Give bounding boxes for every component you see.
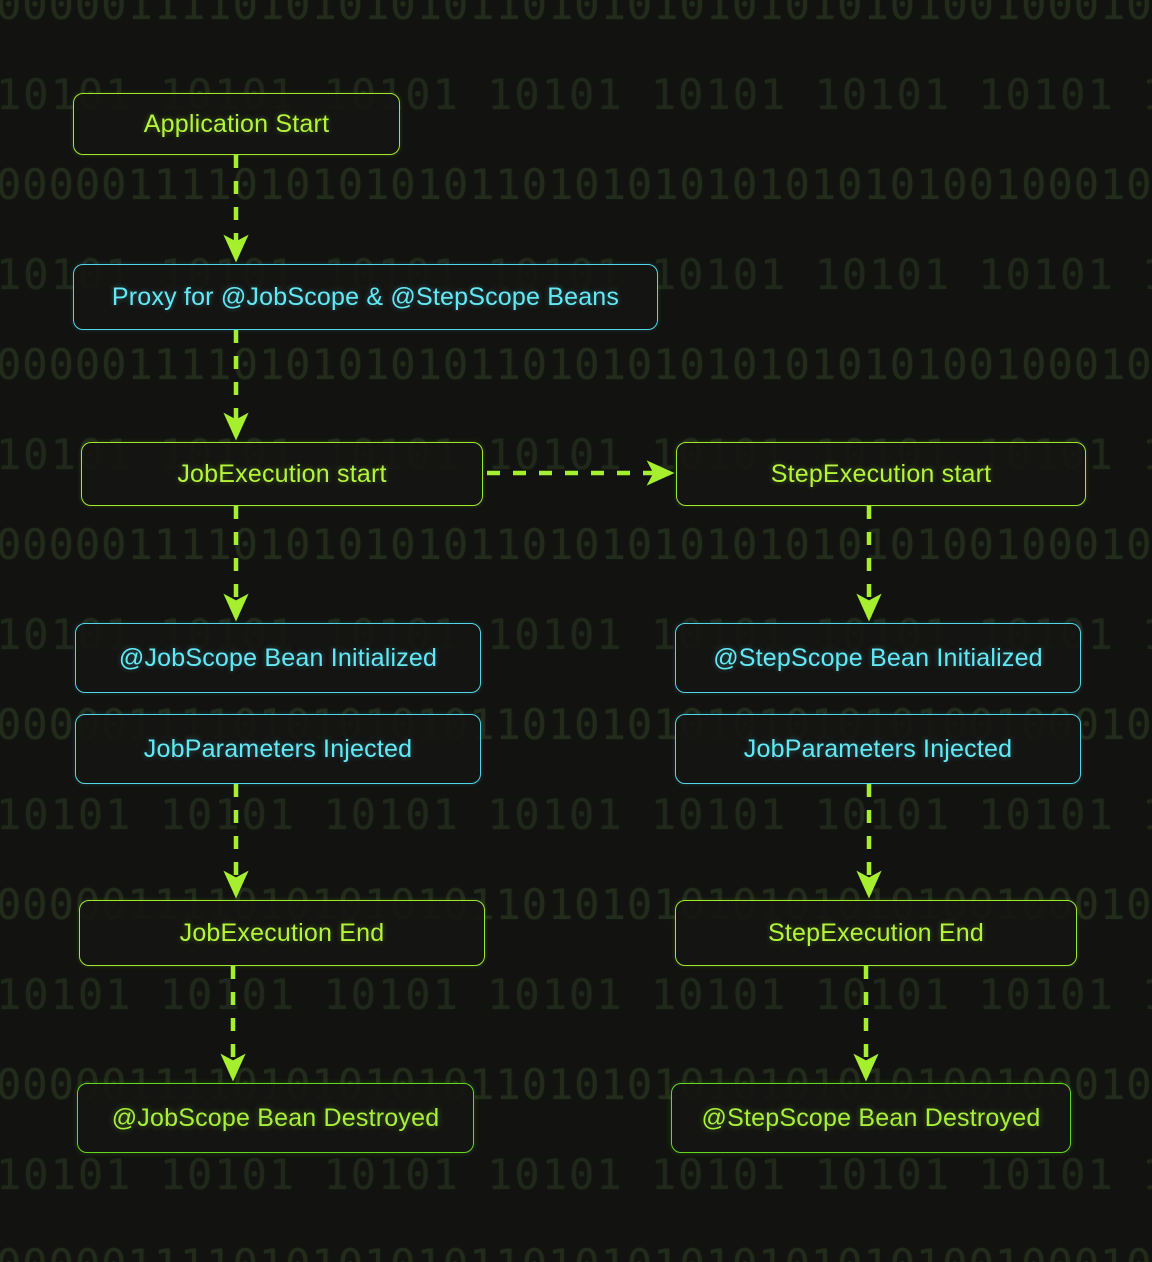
node-label: JobExecution start [177, 459, 387, 488]
node-step-scope-bean-initialized[interactable]: @StepScope Bean Initialized [675, 623, 1081, 693]
node-label: @JobScope Bean Initialized [118, 643, 438, 672]
node-label: Application Start [143, 109, 330, 138]
node-job-parameters-injected-right[interactable]: JobParameters Injected [675, 714, 1081, 784]
node-job-parameters-injected-left[interactable]: JobParameters Injected [75, 714, 481, 784]
node-label: StepExecution End [767, 918, 985, 947]
node-label: Proxy for @JobScope & @StepScope Beans [111, 282, 620, 311]
node-label: @StepScope Bean Destroyed [701, 1103, 1041, 1132]
node-label: StepExecution start [770, 459, 992, 488]
node-label: @JobScope Bean Destroyed [111, 1103, 440, 1132]
node-application-start[interactable]: Application Start [73, 93, 400, 155]
node-proxy-beans[interactable]: Proxy for @JobScope & @StepScope Beans [73, 264, 658, 330]
node-jobscope-bean-destroyed[interactable]: @JobScope Bean Destroyed [77, 1083, 474, 1153]
node-jobscope-bean-initialized[interactable]: @JobScope Bean Initialized [75, 623, 481, 693]
node-label: JobExecution End [179, 918, 385, 947]
node-label: @StepScope Bean Initialized [713, 643, 1043, 672]
node-label: JobParameters Injected [143, 734, 413, 763]
node-job-execution-start[interactable]: JobExecution start [81, 442, 483, 506]
node-step-execution-end[interactable]: StepExecution End [675, 900, 1077, 966]
node-stepscope-bean-destroyed[interactable]: @StepScope Bean Destroyed [671, 1083, 1071, 1153]
node-job-execution-end[interactable]: JobExecution End [79, 900, 485, 966]
node-step-execution-start[interactable]: StepExecution start [676, 442, 1086, 506]
node-label: JobParameters Injected [743, 734, 1013, 763]
